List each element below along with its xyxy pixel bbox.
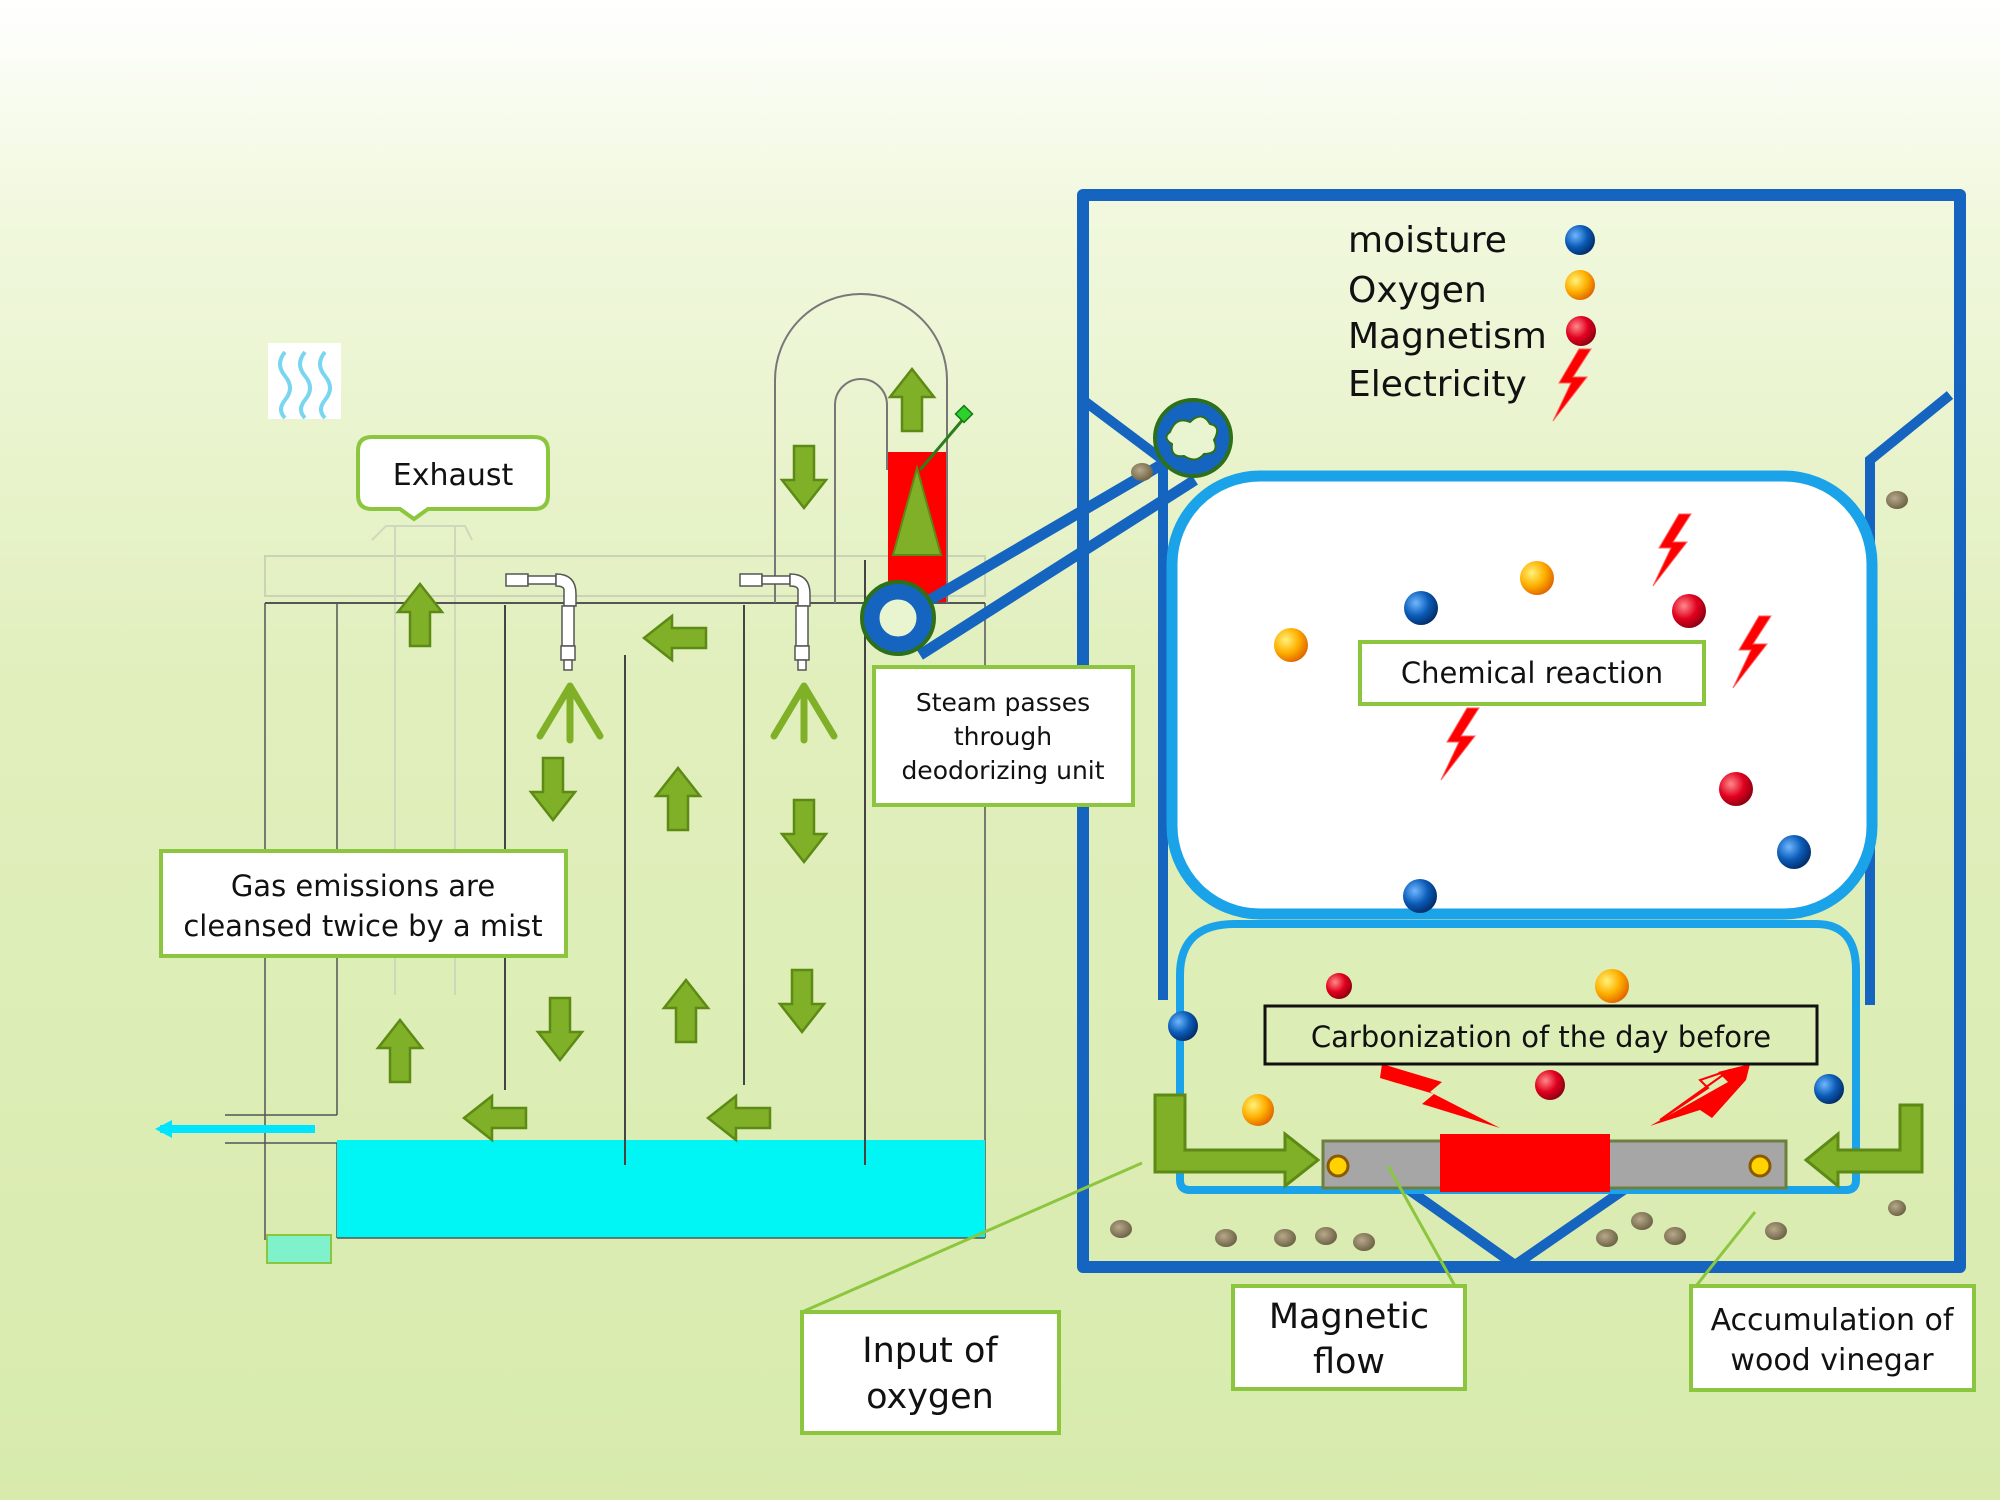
oxygen-particle — [1595, 969, 1629, 1003]
magnetism-particle — [1326, 973, 1352, 999]
spray-nozzle-2 — [739, 573, 834, 740]
chemical-reaction-callout: Chemical reaction — [1358, 640, 1706, 706]
steam-callout: Steam passes through deodorizing unit — [872, 665, 1135, 807]
legend-oxygen-label: Oxygen — [1348, 270, 1487, 311]
gas-emissions-callout: Gas emissions are cleansed twice by a mi… — [159, 849, 568, 958]
oxygen-inflow-arrow-left — [1153, 1093, 1321, 1190]
magnetic-flow-line1: Magnetic — [1269, 1297, 1429, 1337]
legend: moisture Oxygen Magnetism Electricity — [1348, 220, 1547, 405]
exhaust-label: Exhaust — [393, 458, 514, 493]
wood-vinegar-line1: Accumulation of — [1711, 1303, 1955, 1338]
gas-emissions-line1: Gas emissions are — [231, 869, 495, 903]
magnetic-flow-line2: flow — [1313, 1342, 1385, 1382]
moisture-particle — [1565, 225, 1595, 255]
moisture-particle — [1777, 835, 1811, 869]
steam-icon — [268, 343, 341, 420]
legend-moisture-label: moisture — [1348, 220, 1507, 261]
moisture-particle — [1403, 879, 1437, 913]
oxygen-particle — [1242, 1094, 1274, 1126]
steam-line3: deodorizing unit — [901, 756, 1104, 785]
input-oxygen-callout: Input of oxygen — [800, 1310, 1061, 1435]
magnetic-core — [1440, 1134, 1610, 1192]
input-oxygen-line1: Input of — [862, 1331, 998, 1371]
magnetism-particle — [1535, 1070, 1565, 1100]
oxygen-inflow-arrow-right — [1803, 1103, 1924, 1190]
moisture-particle — [1404, 591, 1438, 625]
moisture-particle — [1168, 1011, 1198, 1041]
electricity-bolt — [1650, 1064, 1750, 1126]
magnetism-particle — [1566, 316, 1596, 346]
drain-outlet — [266, 1234, 332, 1264]
chemical-reaction-label: Chemical reaction — [1401, 656, 1663, 690]
particles — [1168, 225, 1844, 1128]
oxygen-particle — [1520, 561, 1554, 595]
electricity-legend-bolt — [1552, 348, 1592, 422]
carbonization-callout: Carbonization of the day before — [1263, 1004, 1819, 1066]
leader-lines — [801, 1161, 1757, 1314]
magnetism-particle — [1672, 594, 1706, 628]
wood-vinegar-line2: wood vinegar — [1730, 1343, 1934, 1378]
wood-vinegar-callout: Accumulation of wood vinegar — [1689, 1284, 1976, 1392]
magnetism-particle — [1719, 772, 1753, 806]
electricity-bolt — [1380, 1064, 1500, 1128]
gas-emissions-line2: cleansed twice by a mist — [183, 909, 542, 943]
carbonization-label: Carbonization of the day before — [1311, 1020, 1771, 1054]
exhaust-callout: Exhaust — [356, 435, 550, 522]
steam-line2: through — [954, 722, 1052, 751]
oxygen-particle — [1565, 270, 1595, 300]
water-reservoir — [337, 1140, 985, 1238]
moisture-particle — [1814, 1074, 1844, 1104]
input-oxygen-line2: oxygen — [866, 1377, 994, 1417]
steam-line1: Steam passes — [916, 688, 1090, 717]
legend-magnetism-label: Magnetism — [1348, 316, 1547, 357]
legend-electricity-label: Electricity — [1348, 364, 1527, 405]
oxygen-particle — [1274, 628, 1308, 662]
wood-vinegar-droplets — [1110, 463, 1908, 1251]
scrubber-tank — [155, 293, 986, 1264]
spray-nozzle-1 — [505, 573, 600, 740]
magnetic-flow-callout: Magnetic flow — [1231, 1284, 1467, 1391]
